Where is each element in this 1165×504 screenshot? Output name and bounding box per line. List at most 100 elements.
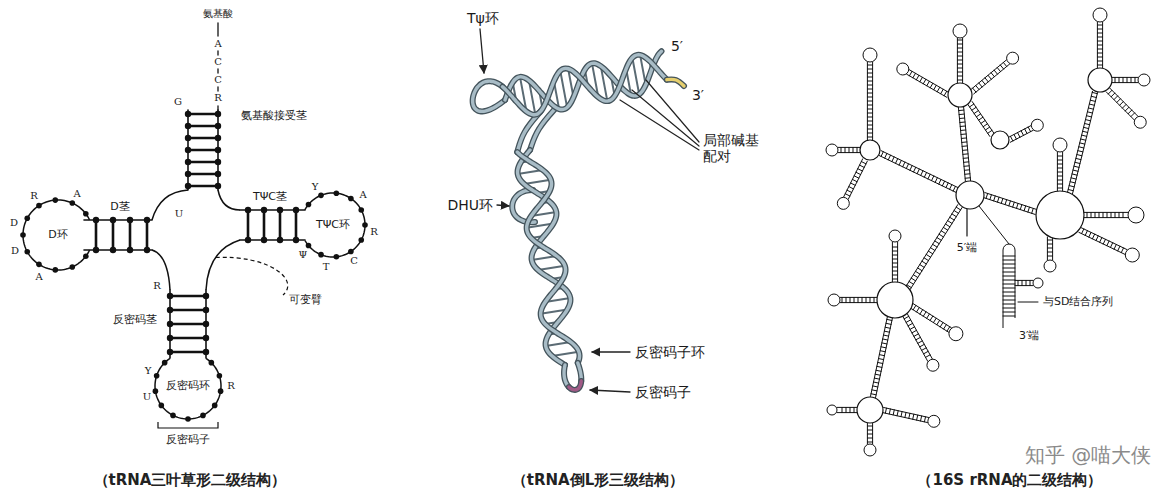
- base-pair: [170, 337, 206, 340]
- amino-acid-label: 氨基酸: [202, 8, 234, 20]
- base-pair: [1082, 229, 1084, 234]
- figure-caption: （16S rRNA的二级结构）: [916, 472, 1103, 489]
- base-pair: [867, 93, 872, 94]
- base-pair: [295, 210, 298, 240]
- base-pair: [1003, 280, 1015, 281]
- base-pair: [1001, 198, 1003, 203]
- base-pair: [146, 220, 149, 250]
- base-pair: [112, 220, 115, 250]
- base-pair: [972, 107, 976, 110]
- base-letter: G: [173, 96, 183, 108]
- base-pair: [1057, 188, 1062, 189]
- base-pair: [908, 323, 913, 326]
- stem-strand: [910, 207, 962, 289]
- base-pair: [979, 83, 982, 87]
- stem-label: D茎: [109, 201, 130, 214]
- base-letter: U: [142, 391, 152, 403]
- stem-strand: [879, 155, 956, 192]
- base-pair: [1021, 131, 1023, 136]
- junction-backbone: [152, 190, 188, 220]
- base-pair: [1123, 77, 1124, 82]
- base-pair: [892, 279, 897, 280]
- base-pair: [1080, 143, 1085, 144]
- base-pair: [994, 70, 997, 74]
- base-pair: [893, 410, 894, 415]
- nucleotide-dot: [215, 171, 221, 177]
- backbone-tick: [217, 69, 218, 73]
- base-pair: [911, 278, 915, 281]
- base-pair: [1003, 312, 1015, 313]
- base-pair: [920, 310, 923, 314]
- base-pair: [923, 312, 926, 316]
- base-pair: [1057, 160, 1062, 161]
- nucleotide-dot: [185, 135, 191, 141]
- base-pair: [1096, 236, 1098, 241]
- nucleotide-dot: [203, 335, 209, 341]
- base-pair: [892, 271, 897, 272]
- base-pair: [935, 241, 939, 244]
- stem-strand: [1008, 126, 1031, 138]
- loop-label: Tψ环: [466, 10, 500, 26]
- base-pair: [916, 75, 919, 80]
- base-pair: [1110, 243, 1112, 248]
- base-pair: [1072, 174, 1077, 175]
- base-pair: [1068, 189, 1073, 190]
- stem-strand: [1110, 88, 1138, 116]
- base-pair: [1087, 112, 1092, 113]
- stem-label: 反密码茎: [112, 314, 158, 327]
- nucleotide-dot: [185, 159, 191, 165]
- nucleotide-dot: [318, 193, 324, 199]
- nucleotide-dot: [215, 183, 221, 189]
- base-pair: [879, 355, 884, 356]
- three-prime-tail: [667, 79, 684, 86]
- stem-strand: [1010, 130, 1033, 142]
- base-pair: [963, 153, 968, 154]
- nucleotide-dot: [306, 202, 312, 208]
- hairpin-loop: [1093, 8, 1107, 22]
- base-pair: [923, 79, 926, 84]
- nucleotide-dot: [293, 237, 299, 243]
- base-pair: [871, 394, 876, 395]
- nucleotide-dot: [83, 253, 89, 259]
- base-pair: [867, 109, 872, 110]
- base-letter: D: [10, 245, 20, 257]
- internal-loop: [857, 397, 883, 423]
- base-pair: [990, 195, 992, 200]
- base-pair: [914, 167, 916, 172]
- base-pair: [976, 86, 979, 90]
- base-pair: [862, 297, 863, 302]
- base-pair: [1119, 212, 1120, 217]
- stem-strand: [1067, 91, 1092, 192]
- base-pair: [1131, 113, 1135, 117]
- nucleotide-dot: [261, 237, 267, 243]
- long-hairpin: [1003, 244, 1015, 328]
- base-pair: [957, 64, 962, 65]
- base-pair: [922, 348, 927, 351]
- hairpin-loop: [1134, 116, 1146, 128]
- base-pair: [1085, 120, 1090, 121]
- base-pair: [854, 176, 859, 178]
- leader-line: [1018, 302, 1038, 303]
- base-pair: [917, 415, 918, 420]
- nucleotide-dot: [306, 243, 312, 249]
- stem-strand: [970, 60, 1006, 90]
- base-pair: [1097, 33, 1102, 34]
- base-pair: [1111, 212, 1112, 217]
- base-pair: [1097, 37, 1102, 38]
- internal-loop: [1088, 68, 1112, 92]
- stem-strand: [892, 242, 893, 282]
- base-pair: [903, 162, 905, 167]
- base-pair: [1114, 96, 1118, 100]
- end-label: 3′: [691, 87, 705, 103]
- base-pair: [965, 173, 970, 174]
- base-pair: [937, 238, 941, 241]
- base-pair: [1077, 155, 1082, 156]
- base-pair: [922, 261, 926, 264]
- nucleotide-dot: [167, 321, 173, 327]
- helix-strand-outline: [503, 55, 667, 115]
- stem-strand: [974, 64, 1010, 94]
- base-pair: [1135, 77, 1136, 82]
- nucleotide-dot: [293, 207, 299, 213]
- base-pair: [924, 258, 928, 261]
- base-pair: [916, 337, 921, 340]
